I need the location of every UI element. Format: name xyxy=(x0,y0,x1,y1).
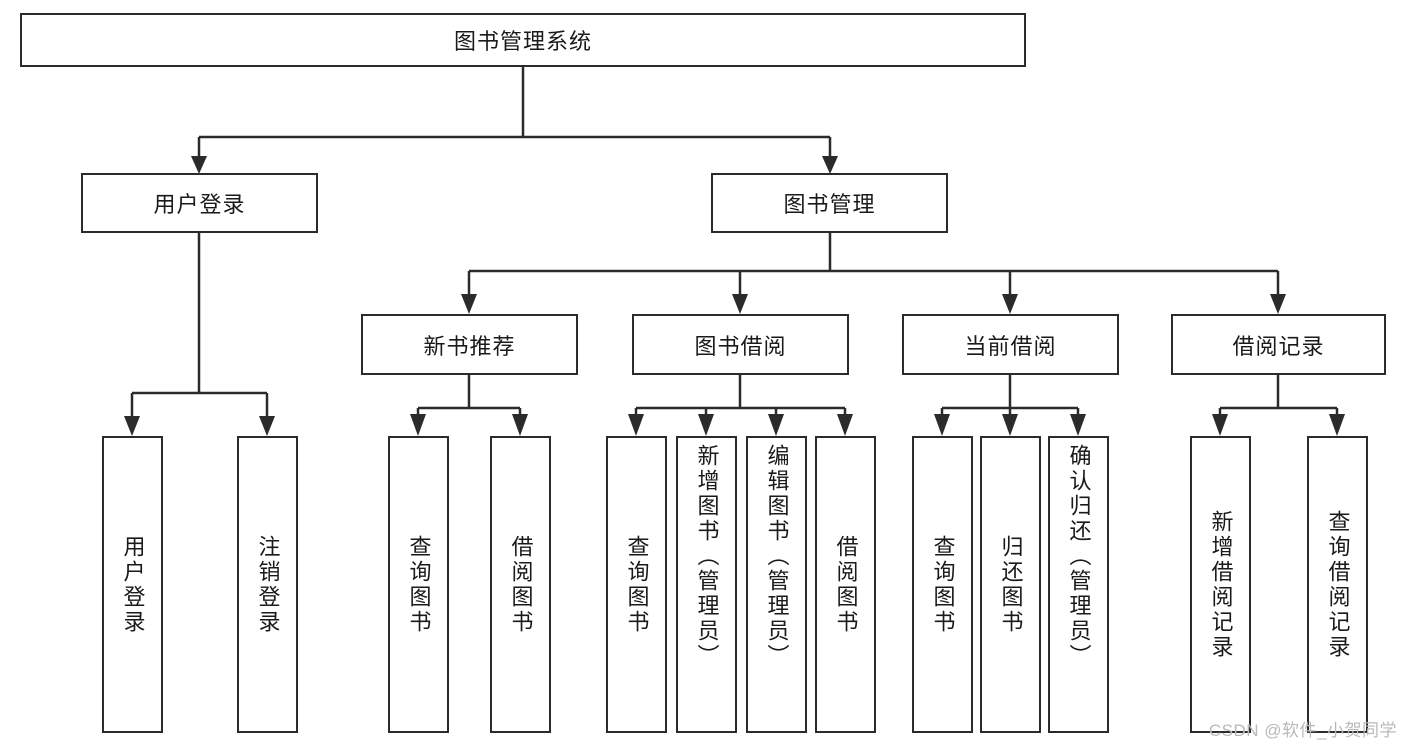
node-borrowing-record[interactable]: 借阅记录 xyxy=(1171,314,1386,375)
arrow-cb-leaf1 xyxy=(934,414,950,436)
node-label: 图书借阅 xyxy=(694,333,787,359)
arrow-borrow-record xyxy=(1270,294,1286,314)
arrow-cb-leaf2 xyxy=(1002,414,1018,436)
arrow-br-leaf1 xyxy=(1212,414,1228,436)
arrow-bb-leaf1 xyxy=(628,414,644,436)
arrow-br-leaf2 xyxy=(1329,414,1345,436)
node-book-management[interactable]: 图书管理 xyxy=(711,173,948,233)
node-label: 图书管理 xyxy=(783,192,876,217)
node-label: 借阅记录 xyxy=(1232,333,1325,359)
leaf-query-book-newbook[interactable]: 查询图书 xyxy=(388,436,449,733)
arrow-bb-leaf4 xyxy=(837,414,853,436)
leaf-edit-book-admin[interactable]: 编辑图书（管理员） xyxy=(746,436,807,733)
node-label: 归还图书 xyxy=(998,534,1024,635)
node-new-book-recommendation[interactable]: 新书推荐 xyxy=(361,314,578,375)
arrow-user-login xyxy=(191,156,207,174)
node-label: 查询借阅记录 xyxy=(1325,509,1351,660)
node-root-book-management-system[interactable]: 图书管理系统 xyxy=(20,13,1026,67)
csdn-watermark: CSDN @软件_小贺同学 xyxy=(1208,721,1397,740)
leaf-borrow-book[interactable]: 借阅图书 xyxy=(815,436,876,733)
arrow-cb-leaf3 xyxy=(1070,414,1086,436)
arrow-leaf-user-login xyxy=(124,416,140,436)
leaf-add-book-admin[interactable]: 新增图书（管理员） xyxy=(676,436,737,733)
node-label: 查询图书 xyxy=(406,534,432,635)
node-label: 借阅图书 xyxy=(833,534,859,635)
leaf-logout[interactable]: 注销登录 xyxy=(237,436,298,733)
leaf-add-borrow-record[interactable]: 新增借阅记录 xyxy=(1190,436,1251,733)
node-label: 新书推荐 xyxy=(423,333,516,359)
leaf-borrow-book-newbook[interactable]: 借阅图书 xyxy=(490,436,551,733)
node-label: 查询图书 xyxy=(930,534,956,635)
leaf-user-login[interactable]: 用户登录 xyxy=(102,436,163,733)
arrow-bb-leaf3 xyxy=(768,414,784,436)
arrow-bb-leaf2 xyxy=(698,414,714,436)
node-current-borrowing[interactable]: 当前借阅 xyxy=(902,314,1119,375)
leaf-query-borrow-record[interactable]: 查询借阅记录 xyxy=(1307,436,1368,733)
node-label: 图书管理系统 xyxy=(453,29,592,54)
node-label: 注销登录 xyxy=(255,534,281,635)
arrow-nb-leaf2 xyxy=(512,414,528,436)
node-user-login[interactable]: 用户登录 xyxy=(81,173,318,233)
node-label: 新增借阅记录 xyxy=(1208,509,1234,660)
arrow-new-book xyxy=(461,294,477,314)
arrow-leaf-logout xyxy=(259,416,275,436)
node-label: 当前借阅 xyxy=(964,333,1057,359)
arrow-nb-leaf1 xyxy=(410,414,426,436)
leaf-query-book-current[interactable]: 查询图书 xyxy=(912,436,973,733)
node-label: 查询图书 xyxy=(624,534,650,635)
node-label: 新增图书（管理员） xyxy=(694,444,720,669)
node-label: 用户登录 xyxy=(153,192,246,217)
arrow-current-borrow xyxy=(1002,294,1018,314)
node-label: 编辑图书（管理员） xyxy=(764,444,790,669)
leaf-query-book-borrow[interactable]: 查询图书 xyxy=(606,436,667,733)
arrow-book-manage xyxy=(822,156,838,174)
node-book-borrowing[interactable]: 图书借阅 xyxy=(632,314,849,375)
node-label: 用户登录 xyxy=(120,534,146,635)
leaf-confirm-return-admin[interactable]: 确认归还（管理员） xyxy=(1048,436,1109,733)
arrow-book-borrow xyxy=(732,294,748,314)
leaf-return-book[interactable]: 归还图书 xyxy=(980,436,1041,733)
node-label: 借阅图书 xyxy=(508,534,534,635)
node-label: 确认归还（管理员） xyxy=(1066,444,1092,669)
